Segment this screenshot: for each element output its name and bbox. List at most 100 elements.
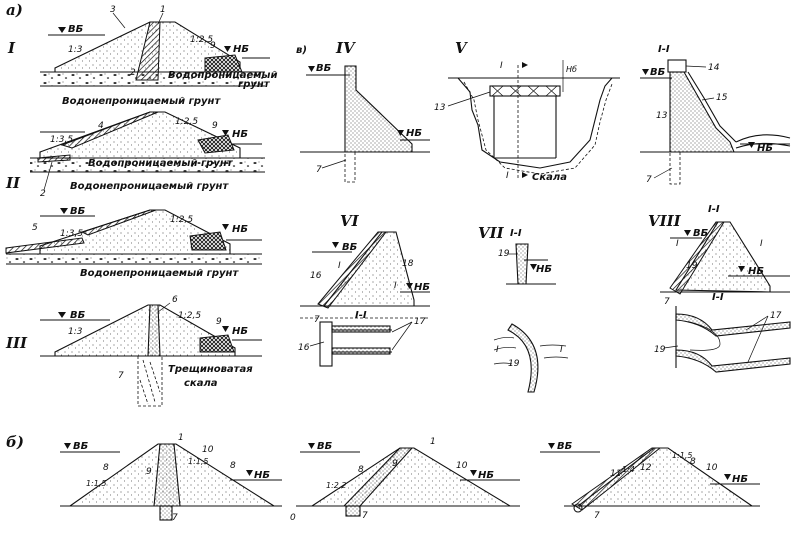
- upstream-label: ВБ: [557, 441, 573, 452]
- roman-VIII: VIII: [648, 212, 682, 230]
- roman-III: III: [5, 334, 28, 352]
- slope-1-5: 1:1,5: [86, 479, 107, 488]
- downstream-label: НБ: [232, 129, 248, 140]
- upstream-level-marker: [308, 66, 315, 72]
- num-7: 7: [314, 315, 320, 325]
- downstream-level-marker: [738, 266, 745, 272]
- drainage-toe: [199, 334, 235, 353]
- section-title-top: I-I: [708, 204, 720, 215]
- num-7: 7: [646, 175, 652, 185]
- num-10: 10: [456, 461, 468, 471]
- num-12: 12: [640, 463, 652, 473]
- num-9: 9: [146, 467, 152, 477]
- downstream-label: НБ: [406, 128, 422, 139]
- num-17: 17: [414, 317, 426, 327]
- num-7: 7: [664, 297, 670, 307]
- roman-V: V: [455, 39, 468, 57]
- roman-VII: VII: [478, 224, 505, 242]
- arch-section-body: [669, 71, 735, 153]
- num-3: 3: [110, 5, 116, 15]
- slope-1-2-5: 1:2,5: [178, 311, 201, 321]
- roman-II: II: [5, 174, 21, 192]
- section-mark-left: I: [496, 345, 499, 355]
- impermeable-soil-label: Водонепроницаемый грунт: [62, 96, 221, 107]
- slope-1-2-5: 1:2,5: [175, 117, 198, 127]
- drainage-toe: [197, 134, 235, 154]
- num-19-plan: 19: [654, 345, 666, 355]
- dam-type-IV: IV ВБ НБ 7: [300, 39, 430, 183]
- section-b-vertical-core: ВБ НБ 7 8 9 10 8 1 1:1,5 1:1,5: [60, 433, 282, 523]
- section-mark-left: I: [676, 239, 679, 249]
- downstream-level-marker: [406, 283, 413, 289]
- downstream-label: НБ: [757, 143, 773, 154]
- rock-cap-label: Скала: [532, 172, 567, 183]
- num-10: 10: [706, 463, 718, 473]
- impermeable-soil-label: Водонепроницаемый грунт: [80, 268, 239, 279]
- num-2: 2: [130, 68, 136, 78]
- upstream-level-marker: [60, 208, 68, 214]
- num-7: 7: [362, 511, 368, 521]
- section-mark-right: I: [560, 345, 563, 355]
- dam-type-VI: VI ВБ НБ 16 18 I I 7 I-I 16 17: [298, 212, 430, 367]
- num-10: 10: [202, 445, 214, 455]
- cutoff: [159, 505, 173, 521]
- num-15: 15: [716, 93, 728, 103]
- upstream-slab: [317, 231, 388, 309]
- section-mark-right: I: [760, 239, 763, 249]
- roman-IV: IV: [335, 39, 356, 57]
- zero-label: 0: [290, 513, 296, 523]
- upstream-level-marker: [308, 443, 315, 449]
- num-9: 9: [212, 121, 218, 131]
- num-13: 13: [434, 103, 446, 113]
- section-mark-top: I: [500, 61, 503, 71]
- crest-structure: [667, 59, 687, 73]
- num-19: 19: [686, 261, 698, 271]
- upstream-label: ВБ: [68, 24, 84, 35]
- dam-type-I: I ВБ НБ Водонепроницаемый грунт Водопрон…: [7, 5, 277, 107]
- slope-1-3: 1:3: [68, 45, 83, 55]
- dam-type-VIII: VIII I-I ВБ НБ I I 19 7 I-I 17 19: [648, 204, 791, 373]
- arch-section: [515, 243, 529, 285]
- upstream-level-marker: [58, 27, 66, 33]
- grout-curtain: [669, 151, 681, 185]
- num-14: 14: [708, 63, 720, 73]
- upstream-label: ВБ: [317, 441, 333, 452]
- section-mark-right: I: [394, 281, 397, 291]
- num-7: 7: [172, 513, 178, 523]
- downstream-level-marker: [222, 326, 229, 332]
- section-title-bottom: I-I: [712, 292, 724, 303]
- dam-type-V: V I I Скала Нб 13: [434, 39, 620, 183]
- section-mark-bottom: I: [506, 171, 509, 181]
- dam-type-II: II НБ Водопроницаемый грунт Водонепрониц…: [5, 111, 265, 199]
- upstream-level-marker: [548, 443, 555, 449]
- upstream-screen: [80, 209, 157, 236]
- num-16-plan: 16: [298, 343, 310, 353]
- num-5: 5: [32, 223, 38, 233]
- drainage-toe: [189, 231, 227, 251]
- num-17: 17: [770, 311, 782, 321]
- upstream-label: ВБ: [70, 206, 86, 217]
- gravity-dam-body: [344, 65, 413, 153]
- downstream-label: НБ: [233, 44, 249, 55]
- upstream-level-marker: [64, 443, 71, 449]
- upstream-screen: [60, 111, 159, 149]
- num-6: 6: [172, 295, 178, 305]
- permeable-layer: [40, 72, 265, 86]
- cutoff: [573, 503, 583, 513]
- roman-I: I: [7, 39, 16, 57]
- downstream-label: НБ: [732, 474, 748, 485]
- slope-1-2-2: 1:2,2: [326, 481, 347, 490]
- section-title: I-I: [658, 44, 670, 55]
- num-9: 9: [392, 459, 398, 469]
- num-1: 1: [178, 433, 184, 443]
- section-title: I-I: [355, 310, 367, 321]
- section-title: I-I: [510, 228, 522, 239]
- num-7: 7: [316, 165, 322, 175]
- permeable-layer: [30, 158, 265, 172]
- upstream-level-marker: [684, 230, 691, 236]
- buttress-body: [675, 221, 771, 293]
- spillway-face: [687, 71, 737, 143]
- downstream-label: НБ: [414, 282, 430, 293]
- downstream-label: НБ: [232, 326, 248, 337]
